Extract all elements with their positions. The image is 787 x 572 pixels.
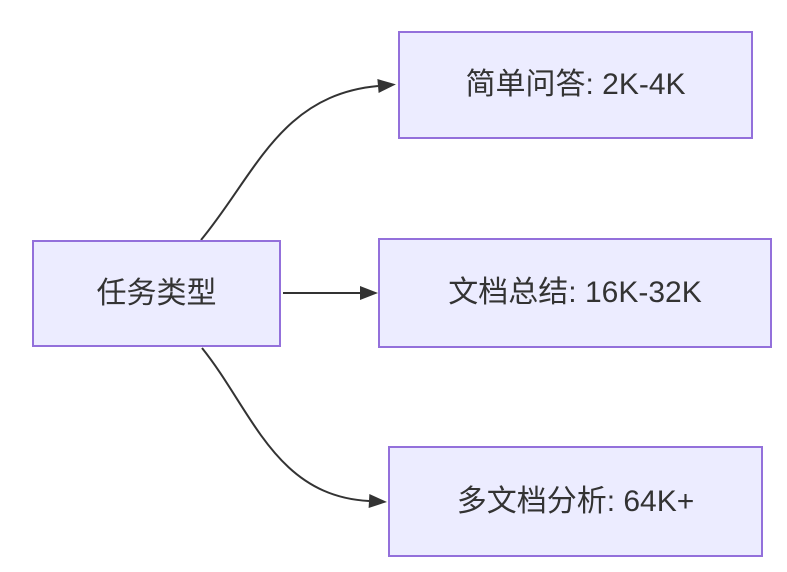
node-doc-summary-label: 文档总结: 16K-32K xyxy=(448,276,702,309)
edge-root-to-simple-qa xyxy=(200,79,396,241)
edge-root-to-multi-doc xyxy=(201,347,387,508)
node-doc-summary: 文档总结: 16K-32K xyxy=(378,238,772,348)
node-task-type: 任务类型 xyxy=(32,240,281,347)
node-task-type-label: 任务类型 xyxy=(96,276,217,310)
node-simple-qa: 简单问答: 2K-4K xyxy=(398,31,753,139)
node-simple-qa-label: 简单问答: 2K-4K xyxy=(465,68,686,101)
node-multi-doc-label: 多文档分析: 64K+ xyxy=(456,484,695,518)
node-multi-doc: 多文档分析: 64K+ xyxy=(388,446,763,557)
